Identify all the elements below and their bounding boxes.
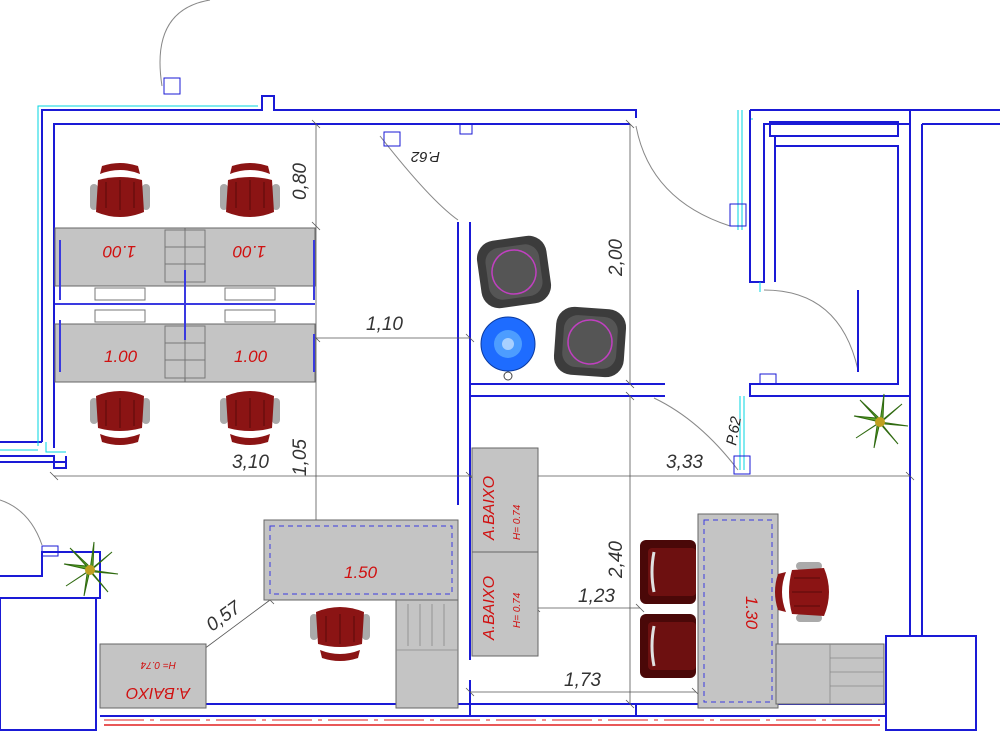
- cabinet-upper-height: H= 0.74: [512, 504, 523, 540]
- chair-bottom-left: [89, 390, 151, 446]
- plant-right: [853, 393, 909, 449]
- dimension-110: 1,10: [366, 314, 403, 335]
- chair-top-left: [89, 162, 151, 218]
- desk-label-top-right: 1.00: [232, 242, 266, 261]
- water-cooler: [480, 316, 536, 381]
- dimension-310: 3,10: [232, 452, 269, 473]
- dimension-057: 0,57: [203, 596, 246, 636]
- reception-desk-area: 1.50: [263, 519, 459, 709]
- dimension-080: 0,80: [290, 163, 311, 200]
- door-label-top: P.62: [410, 148, 440, 165]
- desk-label-bottom-left: 1.00: [104, 347, 138, 366]
- manager-desk: [697, 513, 779, 709]
- dimension-173: 1,73: [564, 670, 601, 691]
- desk-top-right: [184, 227, 316, 287]
- chair-manager: [774, 561, 830, 623]
- lounge-area: [473, 232, 629, 381]
- plant-left: [63, 541, 119, 597]
- cabinet-lower-height: H= 0.74: [512, 592, 523, 628]
- chair-top-right: [219, 162, 281, 218]
- desk-label-bottom-right: 1.00: [234, 347, 268, 366]
- armchair-lower: [551, 304, 629, 380]
- desk-label-manager: 1.30: [742, 596, 761, 630]
- guest-chair-lower: [640, 614, 696, 678]
- dimension-333: 3,33: [666, 452, 703, 473]
- desk-bottom-left: [54, 323, 186, 383]
- walls: [0, 95, 1000, 731]
- dimension-200: 2,00: [606, 239, 627, 277]
- cabinet-lower-label: A.BAIXO: [481, 576, 498, 641]
- reception-desk: [263, 519, 459, 601]
- dimension-240: 2,40: [606, 541, 627, 579]
- desk-label-reception: 1.50: [344, 563, 378, 582]
- dimension-123: 1,23: [578, 586, 615, 607]
- cabinet-lower: A.BAIXO H= 0.74: [471, 551, 539, 657]
- door-label-right: P.62: [723, 415, 745, 447]
- chair-bottom-right: [219, 390, 281, 446]
- armchair-upper: [473, 232, 555, 312]
- desk-bottom-right: [184, 323, 316, 383]
- cabinet-corner-height: H= 0.74: [140, 659, 176, 670]
- workstation-cluster: 1.00 1.00 1.00 1.00: [54, 162, 316, 446]
- cabinet-corner: A.BAIXO H= 0.74: [99, 643, 207, 709]
- doors: [0, 0, 859, 557]
- manager-desk-area: 1.30: [640, 513, 885, 709]
- cabinet-upper-label: A.BAIXO: [481, 476, 498, 541]
- desk-label-top-left: 1.00: [102, 242, 136, 261]
- guest-chair-upper: [640, 540, 696, 604]
- cabinet-upper: A.BAIXO H= 0.74: [471, 447, 539, 553]
- chair-reception: [309, 606, 371, 662]
- dimension-105: 1,05: [290, 439, 311, 476]
- cabinet-corner-label: A.BAIXO: [126, 684, 191, 701]
